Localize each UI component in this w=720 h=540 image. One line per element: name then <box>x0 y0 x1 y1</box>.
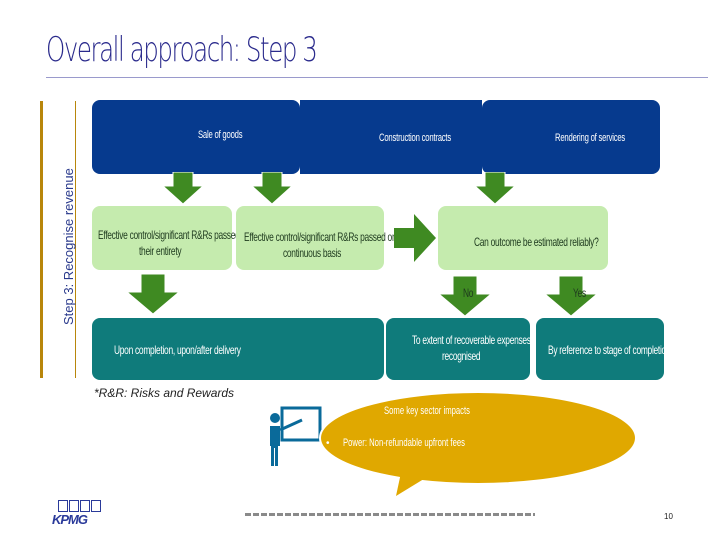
page-title: Overall approach: Step 3 <box>46 30 318 70</box>
stage-of-completion-box: By reference to stage of completion <box>536 318 671 380</box>
step-side-label: Step 3: Recognise revenue <box>61 168 76 325</box>
footnote: *R&R: Risks and Rewards <box>94 386 235 400</box>
kpmg-logo-boxes <box>58 499 102 517</box>
callout-bullet: Power: Non-refundable upfront fees <box>343 437 465 449</box>
recoverable-expenses-box: To extent of recoverable expenses recogn… <box>386 318 531 380</box>
sale-of-goods-label: Sale of goods <box>198 129 243 141</box>
estimate-reliably-label: Can outcome be estimated reliably? <box>474 235 599 249</box>
callout-bubble <box>319 391 637 496</box>
arrow-down-icon <box>252 172 292 204</box>
entirety-line-2: their entirety <box>139 244 182 258</box>
upon-completion-box: Upon completion, upon/after delivery <box>92 318 384 380</box>
continuous-line-1: Effective control/significant R&Rs passe… <box>244 230 397 244</box>
stage-of-completion-label: By reference to stage of completion <box>548 343 671 357</box>
arrow-right-icon <box>394 214 436 262</box>
arrow-down-icon <box>163 172 203 204</box>
decision-no-label: No <box>463 286 474 300</box>
construction-contracts-box: Construction contracts <box>300 100 482 174</box>
presenter-icon <box>270 406 322 466</box>
construction-contracts-label: Construction contracts <box>379 132 451 144</box>
arrow-down-icon <box>545 276 597 316</box>
arrow-down-icon <box>127 274 179 314</box>
page-number: 10 <box>664 512 673 521</box>
title-divider <box>46 77 708 78</box>
sale-of-goods-box: Sale of goods <box>92 100 300 174</box>
kpmg-logo: KPMG <box>52 512 88 527</box>
footer-fine-print <box>245 513 535 516</box>
entirety-line-1: Effective control/significant R&Rs passe… <box>98 228 248 242</box>
step-side-bar <box>40 101 76 378</box>
arrow-down-icon <box>475 172 515 204</box>
continuous-box: Effective control/significant R&Rs passe… <box>236 206 397 270</box>
decision-yes-label: Yes <box>573 286 586 300</box>
recoverable-line-1: To extent of recoverable expenses <box>412 333 531 347</box>
estimate-reliably-box: Can outcome be estimated reliably? <box>438 206 608 270</box>
recoverable-line-2: recognised <box>442 349 481 363</box>
entirety-box: Effective control/significant R&Rs passe… <box>92 206 248 270</box>
bullet-icon: • <box>326 438 330 449</box>
upon-completion-label: Upon completion, upon/after delivery <box>114 343 241 357</box>
continuous-line-2: continuous basis <box>283 246 342 260</box>
arrow-down-icon <box>439 276 491 316</box>
callout-title: Some key sector impacts <box>384 405 471 417</box>
rendering-of-services-box: Rendering of services <box>482 100 660 174</box>
rendering-of-services-label: Rendering of services <box>555 132 626 144</box>
